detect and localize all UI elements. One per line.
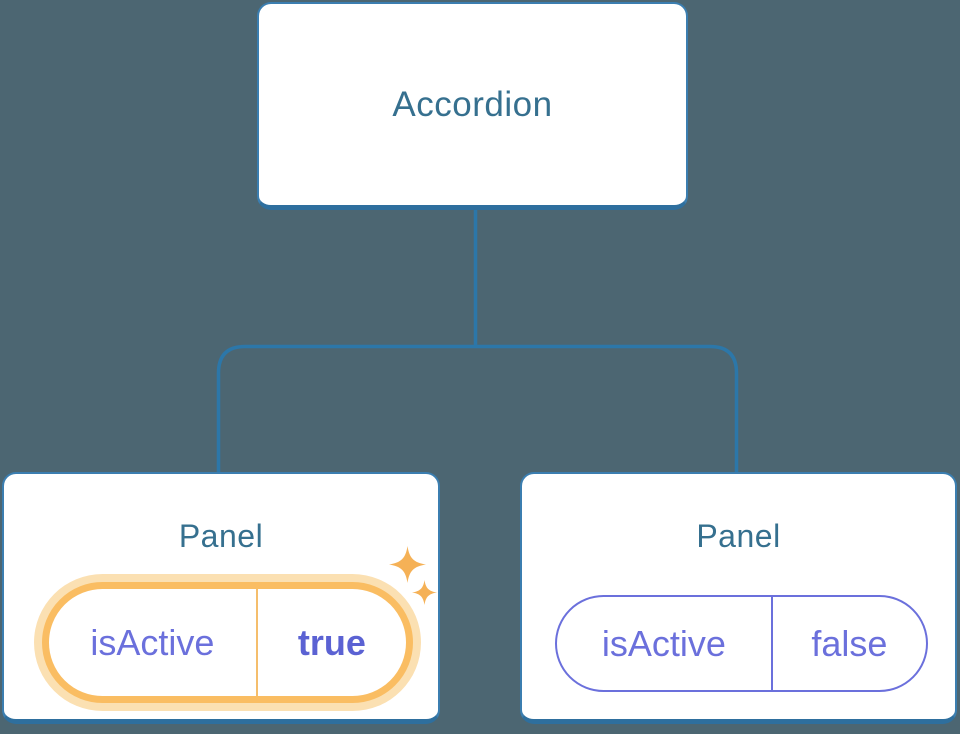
state-pill-inactive: isActive false: [555, 595, 928, 692]
panel-node-active: Panel isActive true: [2, 472, 440, 724]
state-pill-active: isActive true: [42, 582, 413, 703]
accordion-node: Accordion: [257, 2, 688, 210]
state-name-label: isActive: [49, 589, 258, 696]
accordion-node-label: Accordion: [392, 84, 553, 124]
panel-node-label: Panel: [696, 518, 781, 554]
state-value-label: true: [297, 621, 366, 663]
connector-branch: [216, 344, 739, 474]
panel-node-inactive: Panel isActive false: [520, 472, 957, 724]
state-value-label: false: [811, 622, 888, 664]
sparkle-icon: [412, 580, 437, 605]
panel-node-label: Panel: [178, 518, 264, 554]
state-name-label: isActive: [557, 597, 773, 690]
